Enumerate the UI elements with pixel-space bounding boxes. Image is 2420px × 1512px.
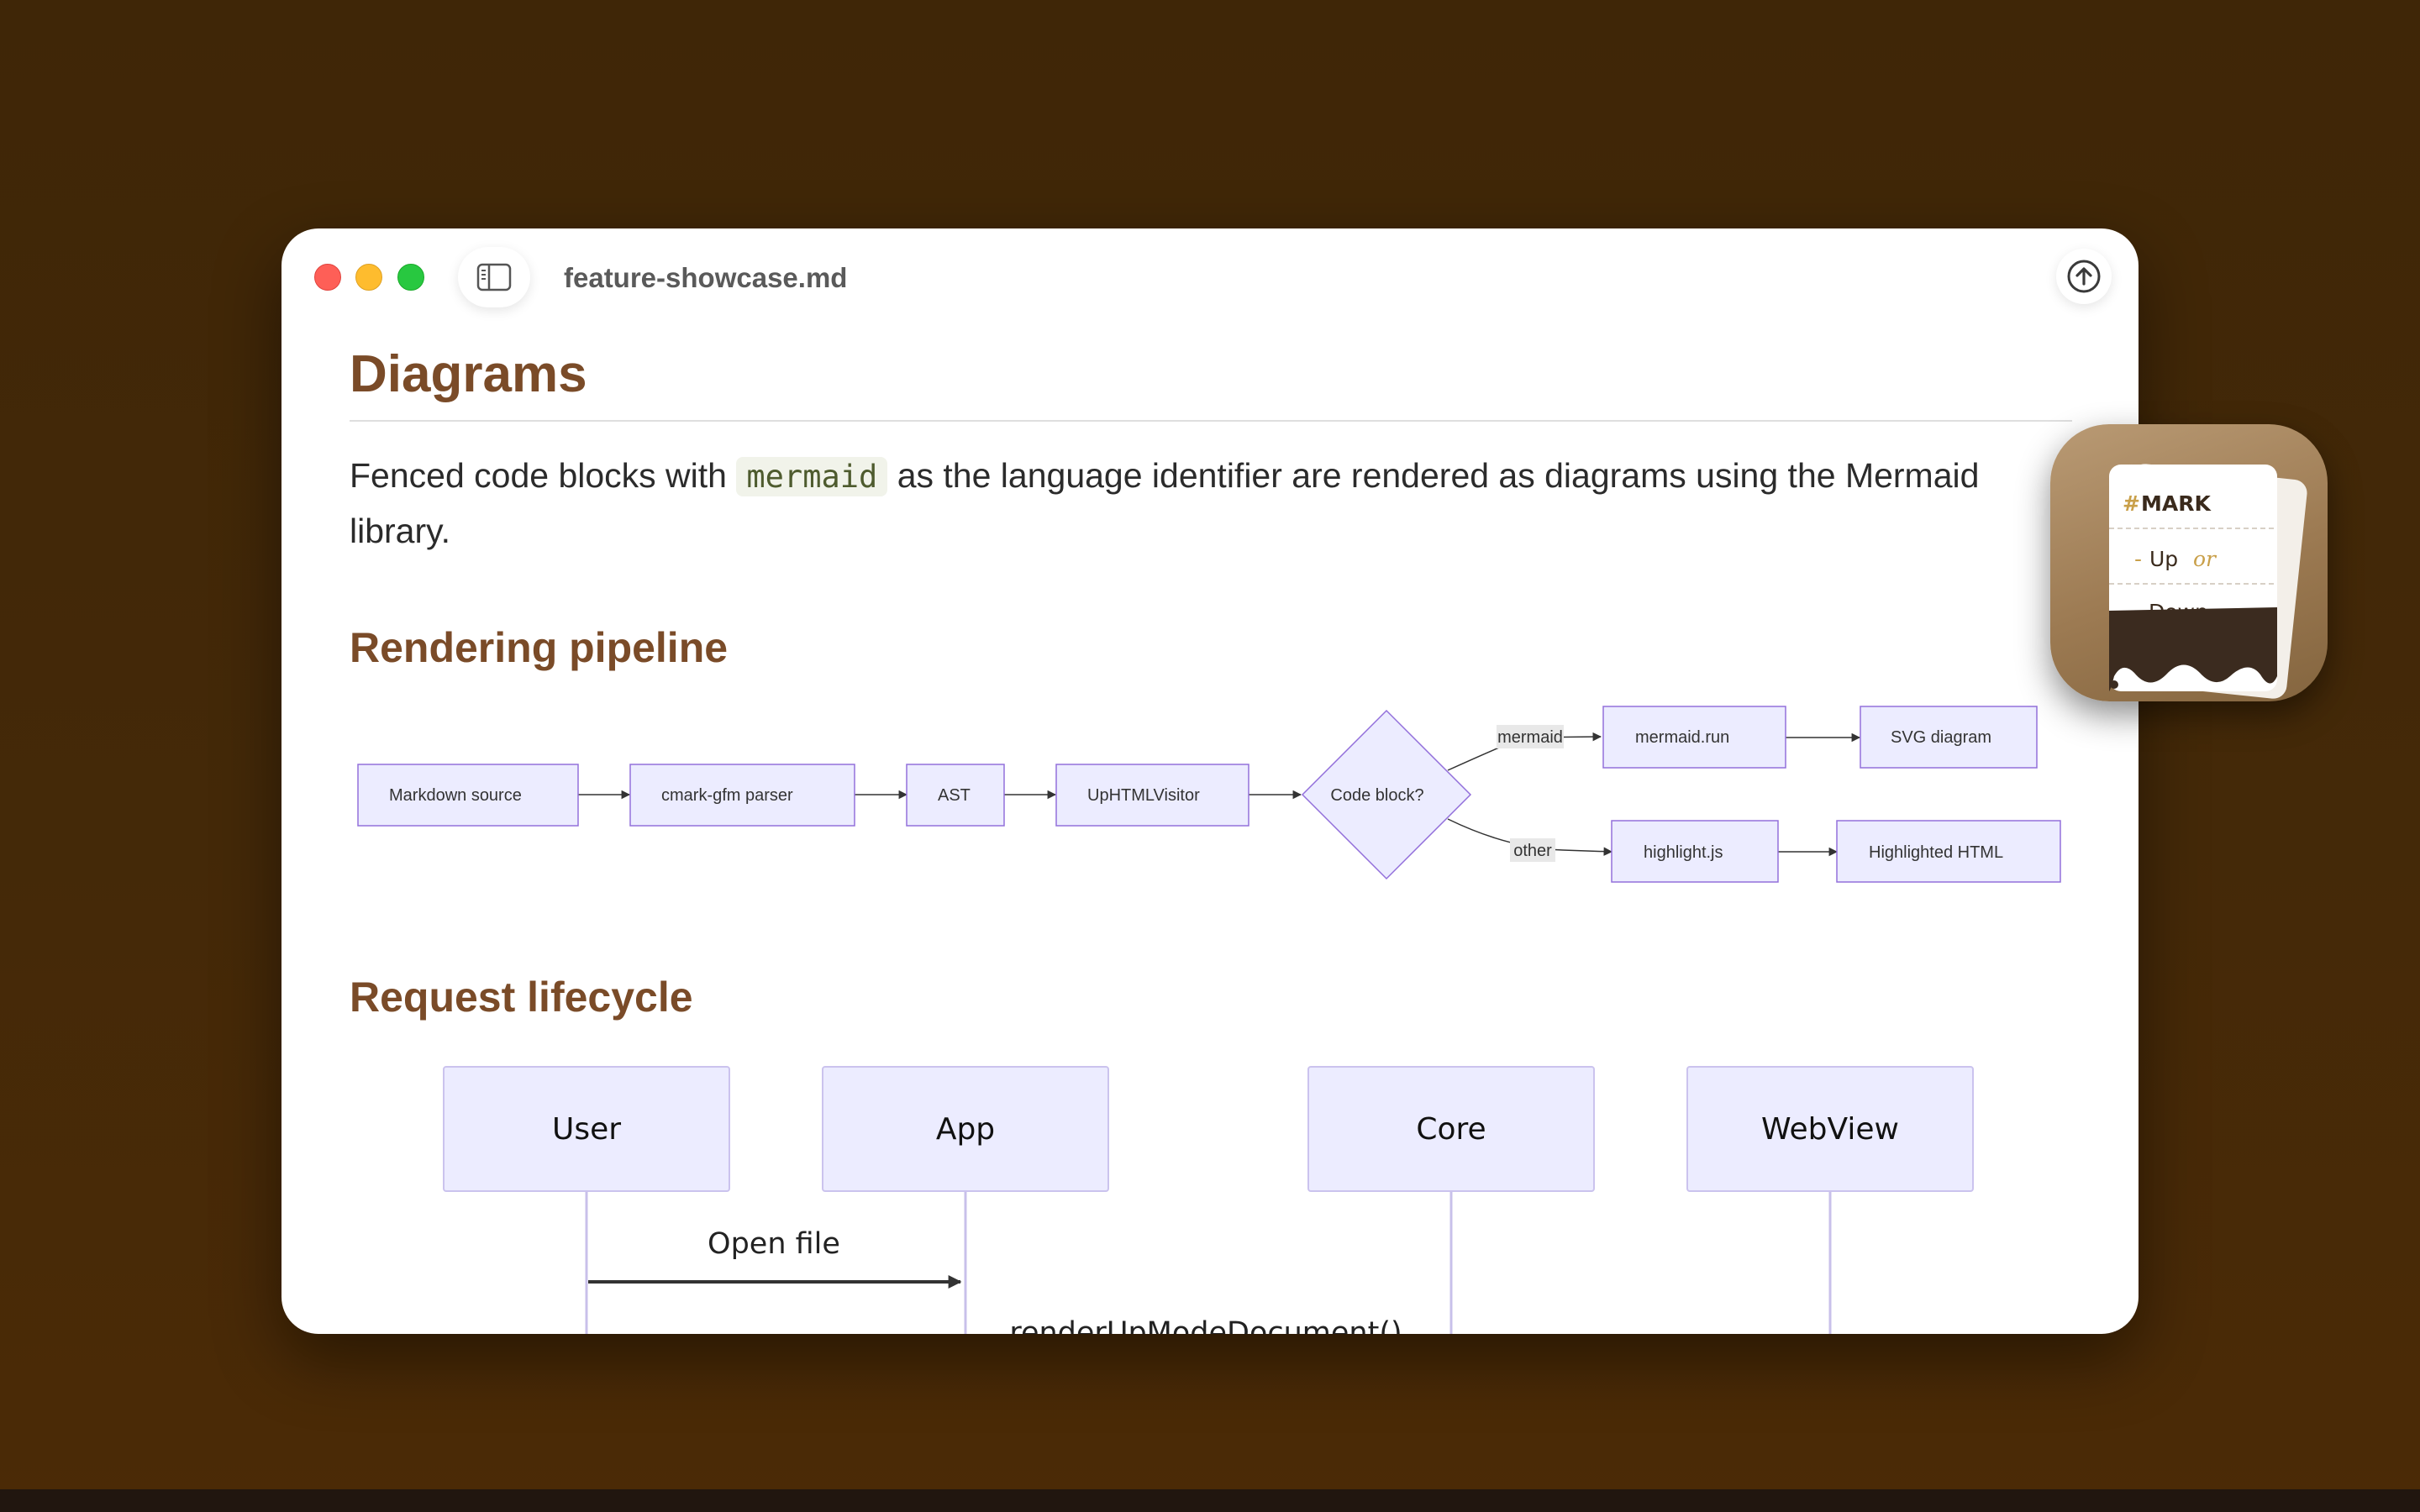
intro-paragraph: Fenced code blocks with mermaid as the l… bbox=[350, 449, 2072, 558]
flow-edge-labels: mermaid other bbox=[1497, 725, 1564, 862]
close-window-button[interactable] bbox=[314, 264, 341, 291]
node-highlighted-html bbox=[1836, 820, 2061, 883]
node-label: Markdown source bbox=[389, 786, 522, 805]
node-label: highlight.js bbox=[1644, 843, 1723, 862]
toggle-sidebar-button[interactable] bbox=[458, 247, 530, 307]
node-visitor bbox=[1055, 764, 1249, 827]
section-heading-lifecycle: Request lifecycle bbox=[350, 974, 693, 1021]
page-title: Diagrams bbox=[350, 345, 587, 403]
flowchart-diagram: mermaid other Markdown source cmark-gfm … bbox=[357, 706, 2061, 1334]
title-bar: feature-showcase.md bbox=[281, 228, 2139, 321]
flow-nodes: Markdown source cmark-gfm parser AST UpH… bbox=[357, 706, 2061, 883]
message-label: renderUpModeDocument() bbox=[1009, 1316, 1402, 1334]
intro-text-before: Fenced code blocks with bbox=[350, 456, 727, 495]
actor-label: WebView bbox=[1761, 1112, 1899, 1147]
node-svg-diagram bbox=[1860, 706, 2038, 769]
minimize-window-button[interactable] bbox=[355, 264, 382, 291]
icon-word-or: or bbox=[2193, 547, 2217, 571]
message-label: Open file bbox=[708, 1227, 840, 1261]
icon-hash: # bbox=[2123, 491, 2140, 516]
node-parser bbox=[629, 764, 855, 827]
node-markdown-source bbox=[357, 764, 579, 827]
inline-code: mermaid bbox=[736, 457, 888, 496]
node-mermaid-run bbox=[1602, 706, 1786, 769]
node-label: mermaid.run bbox=[1635, 728, 1729, 747]
edge-label-bg bbox=[1497, 725, 1564, 748]
actor-user bbox=[443, 1066, 730, 1192]
actor-app bbox=[822, 1066, 1109, 1192]
app-window: feature-showcase.md Diagrams Fenced code… bbox=[281, 228, 2139, 1334]
node-label: Code block? bbox=[1330, 786, 1423, 805]
edge-label-mermaid: mermaid bbox=[1497, 728, 1563, 747]
node-label: UpHTMLVisitor bbox=[1087, 786, 1200, 805]
node-label: Highlighted HTML bbox=[1869, 843, 2003, 862]
node-decision bbox=[1301, 709, 1472, 880]
app-icon: # MARK - Up or - Down bbox=[2050, 424, 2328, 701]
node-label: cmark-gfm parser bbox=[661, 786, 793, 805]
dock-strip bbox=[0, 1489, 2420, 1512]
actor-core bbox=[1307, 1066, 1595, 1192]
node-highlight-js bbox=[1611, 820, 1779, 883]
actor-label: App bbox=[936, 1112, 995, 1147]
markup-app-icon: # MARK - Up or - Down bbox=[2109, 464, 2307, 699]
section-heading-pipeline: Rendering pipeline bbox=[350, 624, 729, 671]
node-ast bbox=[906, 764, 1005, 827]
window-title: feature-showcase.md bbox=[564, 262, 848, 293]
intro-text-after: as the language identifier are rendered … bbox=[350, 456, 1980, 550]
sequence-diagram: User App Core WebView Open file renderUp… bbox=[443, 1066, 1974, 1334]
actor-label: User bbox=[552, 1112, 621, 1147]
zoom-window-button[interactable] bbox=[397, 264, 424, 291]
node-label: SVG diagram bbox=[1891, 728, 1991, 747]
actor-label: Core bbox=[1416, 1112, 1486, 1147]
edge-label-other: other bbox=[1513, 842, 1552, 860]
heading-divider bbox=[350, 420, 2072, 422]
edge-label-bg bbox=[1510, 838, 1555, 862]
share-button[interactable] bbox=[2056, 249, 2112, 304]
upload-arrow-icon bbox=[2067, 260, 2101, 293]
icon-dash: - bbox=[2134, 547, 2142, 571]
node-label: AST bbox=[938, 786, 971, 805]
actor-webview bbox=[1686, 1066, 1974, 1192]
icon-word-mark: MARK bbox=[2141, 491, 2212, 516]
icon-word-up: Up bbox=[2149, 547, 2178, 571]
sidebar-icon bbox=[476, 263, 512, 291]
